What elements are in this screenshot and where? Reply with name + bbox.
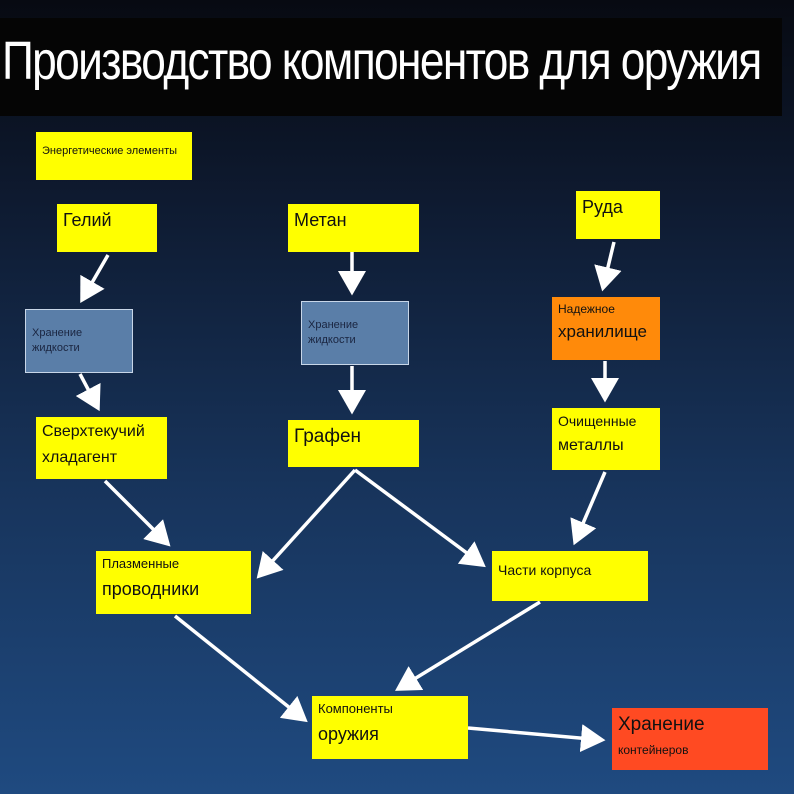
node-label: Части корпуса — [498, 562, 592, 578]
node-label: проводники — [102, 578, 200, 599]
arrow-ore-reliable — [594, 241, 622, 292]
node-label: Метан — [294, 210, 347, 230]
node-label: хладагент — [42, 448, 118, 466]
node-weapon-components: Компоненты оружия — [312, 696, 468, 759]
arrow-superfluid-plasma — [103, 479, 171, 547]
arrow-storage-superfluid — [75, 373, 101, 412]
arrow-metals-hull — [570, 471, 607, 546]
node-label: хранилище — [558, 322, 647, 342]
node-graphene: Графен — [288, 420, 419, 467]
node-label: Энергетические элементы — [42, 145, 178, 157]
node-energy: Энергетические элементы — [36, 132, 192, 180]
node-methane: Метан — [288, 204, 419, 252]
node-label: оружия — [318, 723, 379, 744]
page-title: Производство компонентов для оружия — [2, 31, 762, 91]
node-label: Гелий — [63, 210, 112, 230]
node-reliable-storage: Надежное хранилище — [552, 297, 660, 360]
node-helium: Гелий — [57, 204, 157, 252]
node-label: контейнеров — [618, 742, 689, 757]
node-label: Хранение — [618, 714, 705, 735]
arrow-plasma-components — [173, 614, 308, 723]
node-liquid-storage-2: Хранение жидкости — [301, 301, 409, 365]
node-hull-parts: Части корпуса — [492, 551, 648, 601]
node-label: Сверхтекучий — [42, 423, 145, 440]
node-superfluid-coolant: Сверхтекучий хладагент — [36, 417, 167, 479]
node-ore: Руда — [576, 191, 660, 239]
title-bar — [0, 18, 782, 116]
node-label: Хранение жидкости — [32, 327, 83, 354]
arrow-graphene-hull — [353, 468, 486, 568]
node-label: Руда — [582, 197, 623, 217]
arrow-graphene-plasma — [256, 468, 357, 579]
node-liquid-storage-1: Хранение жидкости — [25, 309, 133, 373]
node-plasma-conductors: Плазменные проводники — [96, 551, 251, 614]
node-label: Очищенные — [558, 413, 637, 429]
arrow-components-containers — [467, 724, 606, 753]
node-label: Графен — [294, 426, 362, 447]
node-label: Хранение жидкости — [308, 319, 359, 346]
node-purified-metals: Очищенные металлы — [552, 408, 660, 470]
node-container-storage: Хранение контейнеров — [612, 708, 768, 770]
node-label: металлы — [558, 436, 624, 454]
node-label: Плазменные — [102, 556, 180, 571]
arrow-hull-components — [395, 600, 541, 691]
node-label: Надежное — [558, 302, 615, 316]
arrow-helium-storage — [80, 254, 110, 304]
node-label: Компоненты — [318, 701, 393, 716]
